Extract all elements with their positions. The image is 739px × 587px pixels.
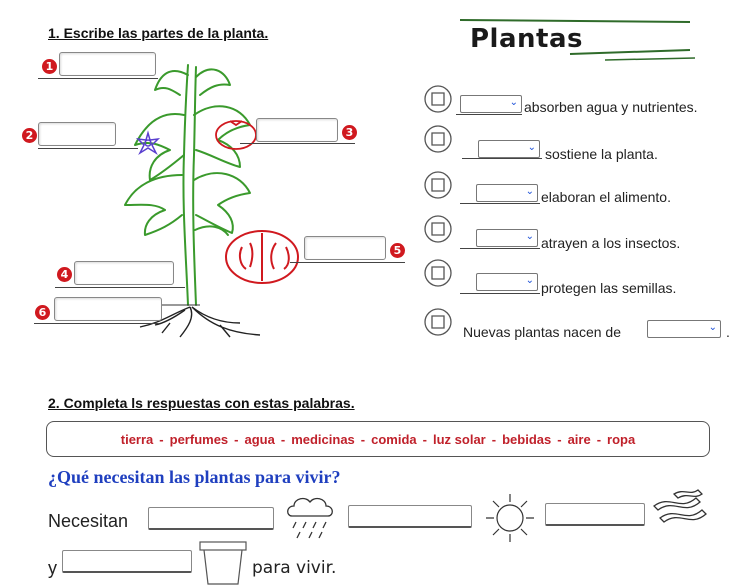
leaf-icon <box>424 259 452 287</box>
word-bank-item: ropa <box>607 431 636 447</box>
leaf-icon <box>424 308 452 336</box>
need-answer-1[interactable] <box>148 507 274 530</box>
word-separator: - <box>159 431 164 447</box>
label-number-4: 4 <box>57 267 72 282</box>
title-decoration <box>459 19 695 61</box>
leader-line-3 <box>240 143 355 144</box>
label-number-3: 3 <box>342 125 357 140</box>
word-separator: - <box>280 431 286 447</box>
answer-underline <box>460 248 540 249</box>
leaf-icon <box>424 171 452 199</box>
leaf-icon <box>424 215 452 243</box>
word-bank-item: bebidas <box>502 431 552 447</box>
answer-underline <box>456 114 522 115</box>
answer-lead: Necesitan <box>48 511 129 531</box>
leader-line-5 <box>290 262 405 263</box>
part-answer-4[interactable] <box>74 261 174 285</box>
word-separator: - <box>557 431 562 447</box>
answer-select-3[interactable]: ⌄ <box>476 184 538 202</box>
label-number-6: 6 <box>35 305 50 320</box>
answer-y: y <box>48 558 57 578</box>
part-answer-1[interactable] <box>59 52 156 76</box>
part-answer-2[interactable] <box>38 122 116 146</box>
leaf-icon <box>424 125 452 153</box>
need-answer-3[interactable] <box>545 503 645 526</box>
plant-illustration <box>100 64 299 338</box>
section2-heading: 2. Completa ls respuestas con estas pala… <box>48 395 355 411</box>
rain-cloud-icon <box>287 497 333 539</box>
answer-tail: para vivir. <box>252 558 337 578</box>
part-answer-3[interactable] <box>256 118 338 142</box>
answer-select-2[interactable]: ⌄ <box>478 140 540 158</box>
word-bank-item: tierra <box>120 431 154 447</box>
sentence-3: elaboran el alimento. <box>541 189 671 205</box>
sentence-5: protegen las semillas. <box>541 280 677 296</box>
answer-select-6[interactable]: ⌄ <box>647 320 721 338</box>
need-answer-2[interactable] <box>348 505 472 528</box>
part-answer-5[interactable] <box>304 236 386 260</box>
word-bank-item: agua <box>244 431 275 447</box>
answer-select-4[interactable]: ⌄ <box>476 229 538 247</box>
sun-icon <box>486 494 534 542</box>
answer-select-5[interactable]: ⌄ <box>476 273 538 291</box>
wind-icon <box>653 489 707 523</box>
answer-select-1[interactable]: ⌄ <box>460 95 522 113</box>
word-separator: - <box>491 431 497 447</box>
sentence-1: absorben agua y nutrientes. <box>524 99 698 115</box>
word-bank: tierra - perfumes - agua - medicinas - c… <box>46 421 710 457</box>
label-number-2: 2 <box>22 128 37 143</box>
leader-line-6 <box>34 323 159 324</box>
word-bank-item: perfumes <box>169 431 229 447</box>
word-bank-item: luz solar <box>433 431 486 447</box>
answer-underline <box>462 158 542 159</box>
label-number-5: 5 <box>390 243 405 258</box>
section1-heading: 1. Escribe las partes de la planta. <box>48 25 269 41</box>
leader-line-2 <box>38 148 138 149</box>
answer-underline <box>460 293 540 294</box>
sentence-2: sostiene la planta. <box>545 146 658 162</box>
leader-line-1 <box>38 78 158 79</box>
word-separator: - <box>422 431 427 447</box>
sentence-4: atrayen a los insectos. <box>541 235 681 251</box>
label-number-1: 1 <box>42 59 57 74</box>
sentence-6-suffix: . <box>726 324 730 340</box>
word-bank-item: medicinas <box>291 431 355 447</box>
pot-icon <box>199 541 247 585</box>
word-separator: - <box>234 431 239 447</box>
word-bank-item: comida <box>371 431 417 447</box>
page-title: Plantas <box>470 24 583 54</box>
answer-underline <box>460 203 540 204</box>
leader-line-4 <box>55 287 185 288</box>
word-bank-item: aire <box>567 431 591 447</box>
sentence-6-prefix: Nuevas plantas nacen de <box>463 324 621 340</box>
word-separator: - <box>360 431 366 447</box>
leaf-icon <box>424 85 452 113</box>
word-separator: - <box>596 431 602 447</box>
need-answer-4[interactable] <box>62 550 192 573</box>
part-answer-6[interactable] <box>54 297 162 321</box>
question-heading: ¿Qué necesitan las plantas para vivir? <box>48 467 341 487</box>
